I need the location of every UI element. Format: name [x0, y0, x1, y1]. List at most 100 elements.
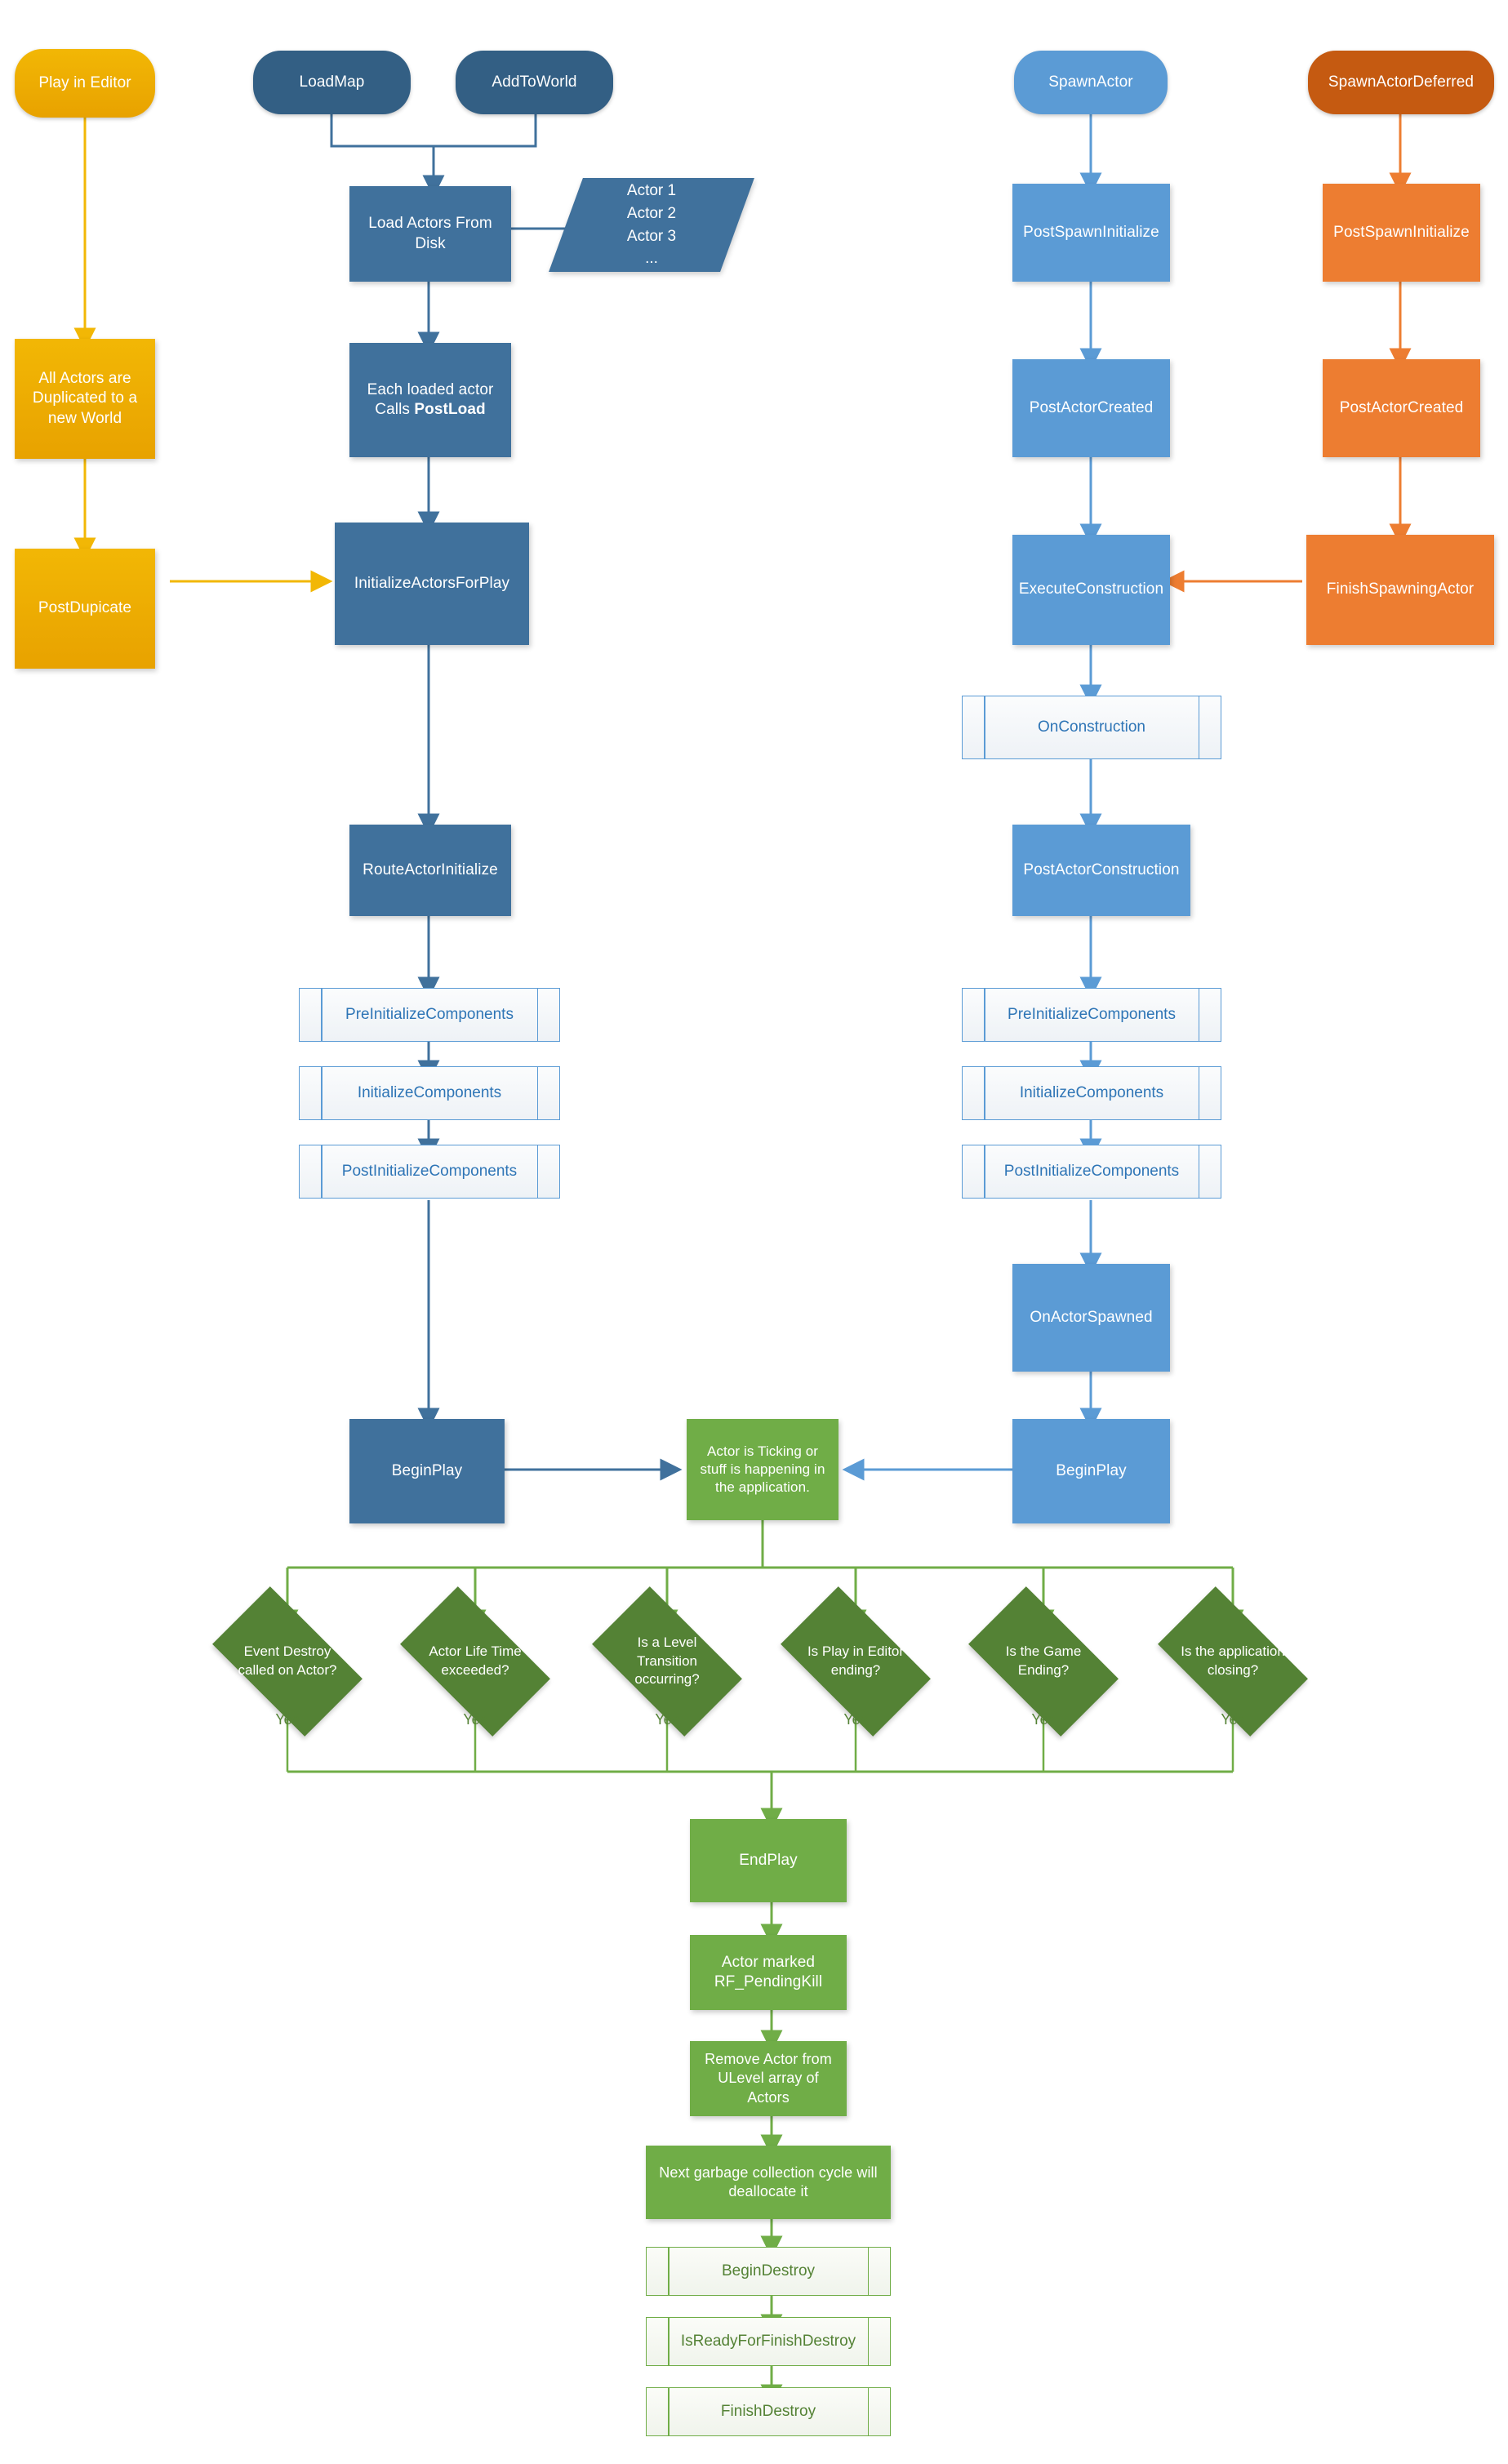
node-label: All Actors are Duplicated to a new World — [32, 370, 138, 427]
node-label: PostInitializeComponents — [1003, 1163, 1180, 1180]
node-label: InitializeComponents — [357, 1084, 502, 1101]
decision-game-ending[interactable]: Is the Game Ending? — [968, 1586, 1119, 1737]
node-play-in-editor[interactable]: Play in Editor — [15, 49, 155, 118]
node-each-loaded-actor-postload[interactable]: Each loaded actor Calls PostLoad — [349, 343, 511, 457]
node-pre-initialize-components-left[interactable]: PreInitializeComponents — [299, 988, 560, 1042]
subroutine-bar-right — [867, 2388, 869, 2435]
node-remove-actor-from-ulevel[interactable]: Remove Actor from ULevel array of Actors — [690, 2041, 847, 2116]
node-route-actor-initialize[interactable]: RouteActorInitialize — [349, 825, 511, 916]
node-post-initialize-components-left[interactable]: PostInitializeComponents — [299, 1145, 560, 1199]
subroutine-bar-left — [321, 989, 323, 1041]
branch-label-yes-2: Yes — [463, 1711, 487, 1728]
node-execute-construction[interactable]: ExecuteConstruction — [1012, 535, 1170, 645]
node-label: PostSpawnInitialize — [1333, 223, 1470, 241]
node-load-map[interactable]: LoadMap — [253, 51, 411, 114]
subroutine-bar-right — [867, 2248, 869, 2295]
decision-event-destroy-called[interactable]: Event Destroy called on Actor? — [212, 1586, 363, 1737]
node-label: PostInitializeComponents — [341, 1163, 518, 1180]
actor-list-labels: Actor 1 Actor 2 Actor 3 ... — [566, 178, 737, 272]
subroutine-bar-left — [668, 2388, 669, 2435]
node-label: FinishDestroy — [720, 2403, 816, 2420]
node-spawn-actor-deferred[interactable]: SpawnActorDeferred — [1308, 51, 1494, 114]
node-initialize-actors-for-play[interactable]: InitializeActorsForPlay — [335, 523, 529, 645]
node-post-actor-created-orange[interactable]: PostActorCreated — [1323, 359, 1480, 457]
node-label: RouteActorInitialize — [363, 861, 498, 878]
decision-actor-life-time-exceeded[interactable]: Actor Life Time exceeded? — [400, 1586, 550, 1737]
node-label: IsReadyForFinishDestroy — [680, 2333, 856, 2350]
node-actor-marked-pending-kill[interactable]: Actor marked RF_PendingKill — [690, 1935, 847, 2010]
subroutine-bar-right — [1198, 696, 1199, 758]
node-label: AddToWorld — [492, 73, 577, 91]
node-label: SpawnActorDeferred — [1328, 73, 1475, 91]
node-label: PostActorCreated — [1029, 398, 1154, 416]
decision-label: Is the application closing? — [1181, 1643, 1285, 1678]
subroutine-bar-left — [321, 1145, 323, 1198]
node-post-spawn-initialize-blue[interactable]: PostSpawnInitialize — [1012, 184, 1170, 282]
node-load-actors-from-disk[interactable]: Load Actors From Disk — [349, 186, 511, 282]
branch-label-yes-4: Yes — [843, 1711, 868, 1728]
node-actor-list-data[interactable]: Actor 1 Actor 2 Actor 3 ... — [549, 178, 754, 272]
node-post-dupicate[interactable]: PostDupicate — [15, 549, 155, 669]
node-label: PostDupicate — [38, 599, 132, 617]
subroutine-bar-left — [668, 2248, 669, 2295]
node-next-gc-cycle[interactable]: Next garbage collection cycle will deall… — [646, 2146, 891, 2219]
node-post-initialize-components-right[interactable]: PostInitializeComponents — [962, 1145, 1221, 1199]
node-on-construction[interactable]: OnConstruction — [962, 696, 1221, 759]
decision-application-closing[interactable]: Is the application closing? — [1158, 1586, 1308, 1737]
node-label: BeginPlay — [391, 1461, 463, 1479]
subroutine-bar-right — [536, 1145, 538, 1198]
node-label: PostActorConstruction — [1023, 861, 1180, 878]
node-finish-spawning-actor[interactable]: FinishSpawningActor — [1306, 535, 1494, 645]
subroutine-bar-left — [668, 2318, 669, 2365]
subroutine-bar-left — [984, 1145, 985, 1198]
node-begin-play-right[interactable]: BeginPlay — [1012, 1419, 1170, 1523]
node-label: Load Actors From Disk — [368, 215, 492, 252]
node-label: BeginDestroy — [721, 2262, 816, 2279]
actor-item: Actor 3 — [626, 227, 677, 245]
node-initialize-components-left[interactable]: InitializeComponents — [299, 1066, 560, 1120]
subroutine-bar-right — [536, 1067, 538, 1119]
branch-label-yes-3: Yes — [655, 1711, 679, 1728]
decision-level-transition-occurring[interactable]: Is a Level Transition occurring? — [592, 1586, 742, 1737]
postload-line1: Each loaded actor — [367, 380, 494, 398]
node-post-actor-created-blue[interactable]: PostActorCreated — [1012, 359, 1170, 457]
node-label: LoadMap — [299, 73, 365, 91]
node-end-play[interactable]: EndPlay — [690, 1819, 847, 1902]
node-label: PostSpawnInitialize — [1023, 223, 1159, 241]
subroutine-bar-right — [867, 2318, 869, 2365]
actor-item: Actor 2 — [626, 204, 677, 222]
node-label: InitializeComponents — [1019, 1084, 1164, 1101]
decision-label: Is a Level Transition occurring? — [634, 1634, 700, 1688]
node-all-actors-duplicated[interactable]: All Actors are Duplicated to a new World — [15, 339, 155, 459]
actor-item: ... — [645, 250, 658, 268]
decision-label: Is Play in Editor ending? — [807, 1643, 905, 1678]
node-label: EndPlay — [739, 1851, 798, 1869]
node-actor-ticking[interactable]: Actor is Ticking or stuff is happening i… — [687, 1419, 839, 1520]
node-is-ready-for-finish-destroy[interactable]: IsReadyForFinishDestroy — [646, 2317, 891, 2366]
node-add-to-world[interactable]: AddToWorld — [456, 51, 613, 114]
node-label: Actor marked RF_PendingKill — [714, 1953, 823, 1990]
branch-label-yes-6: Yes — [1221, 1711, 1245, 1728]
subroutine-bar-left — [984, 989, 985, 1041]
subroutine-bar-right — [536, 989, 538, 1041]
node-label: Play in Editor — [38, 73, 131, 91]
node-label: OnConstruction — [1037, 718, 1145, 736]
subroutine-bar-right — [1198, 1145, 1199, 1198]
node-post-spawn-initialize-orange[interactable]: PostSpawnInitialize — [1323, 184, 1480, 282]
node-begin-play-left[interactable]: BeginPlay — [349, 1419, 505, 1523]
node-label: InitializeActorsForPlay — [354, 574, 510, 592]
node-post-actor-construction[interactable]: PostActorConstruction — [1012, 825, 1190, 916]
node-on-actor-spawned[interactable]: OnActorSpawned — [1012, 1264, 1170, 1372]
decision-play-in-editor-ending[interactable]: Is Play in Editor ending? — [781, 1586, 931, 1737]
branch-label-yes-1: Yes — [275, 1711, 300, 1728]
subroutine-bar-left — [321, 1067, 323, 1119]
node-label: BeginPlay — [1056, 1461, 1127, 1479]
node-finish-destroy[interactable]: FinishDestroy — [646, 2387, 891, 2436]
node-label: PreInitializeComponents — [345, 1006, 514, 1023]
node-initialize-components-right[interactable]: InitializeComponents — [962, 1066, 1221, 1120]
node-pre-initialize-components-right[interactable]: PreInitializeComponents — [962, 988, 1221, 1042]
node-label: Each loaded actor Calls PostLoad — [349, 380, 511, 420]
node-begin-destroy[interactable]: BeginDestroy — [646, 2247, 891, 2296]
node-label: ExecuteConstruction — [1018, 580, 1164, 598]
node-spawn-actor[interactable]: SpawnActor — [1014, 51, 1168, 114]
